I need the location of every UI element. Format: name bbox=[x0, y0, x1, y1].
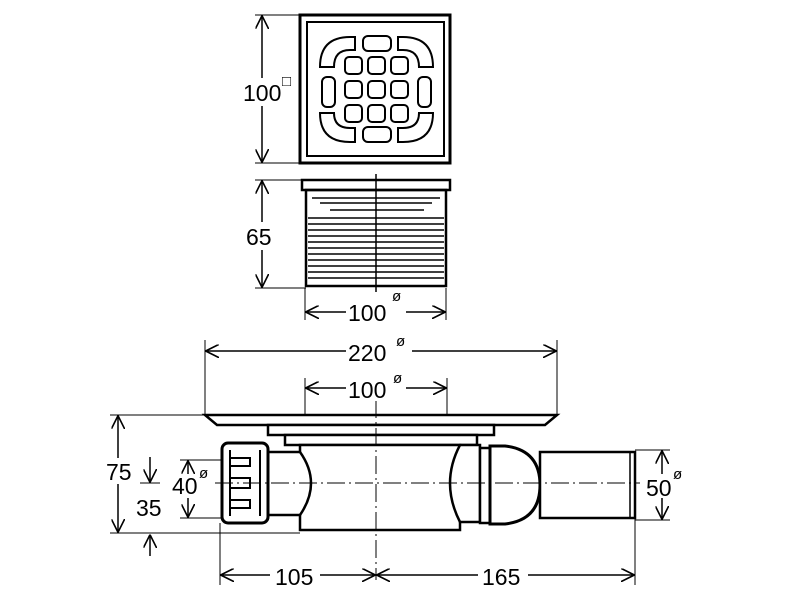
dim-label-side-100: 100 bbox=[348, 300, 386, 326]
dim-label-35: 35 bbox=[136, 495, 162, 521]
diameter-symbol: ø bbox=[673, 466, 682, 483]
diameter-symbol: ø bbox=[396, 333, 405, 350]
square-symbol: □ bbox=[282, 73, 291, 90]
dimension-inlet-40: 40 ø bbox=[171, 459, 222, 519]
dim-label-75: 75 bbox=[106, 459, 132, 485]
dimension-outlet-50: 50 ø bbox=[635, 449, 682, 521]
diameter-symbol: ø bbox=[199, 465, 208, 482]
dim-label-assembly-100: 100 bbox=[348, 377, 386, 403]
dim-label-40: 40 bbox=[172, 473, 198, 499]
dimension-grate-100: 100 ø bbox=[304, 370, 448, 415]
assembly-view bbox=[201, 400, 640, 580]
dim-label-65: 65 bbox=[246, 224, 272, 250]
dimension-length-165: 165 bbox=[378, 518, 636, 590]
dim-label-105: 105 bbox=[275, 564, 313, 590]
diameter-symbol: ø bbox=[393, 370, 402, 387]
dim-label-top-100: 100 bbox=[243, 80, 281, 106]
dimension-top-square: 100 □ bbox=[240, 14, 300, 164]
diameter-symbol: ø bbox=[392, 288, 401, 305]
dim-label-165: 165 bbox=[482, 564, 520, 590]
dim-label-220: 220 bbox=[348, 340, 386, 366]
side-view-body bbox=[300, 174, 452, 292]
dimension-height-75: 75 bbox=[104, 414, 300, 534]
dimension-side-diameter: 100 ø bbox=[304, 288, 447, 326]
top-view-grate bbox=[298, 13, 452, 165]
dimension-length-105: 105 bbox=[219, 523, 374, 590]
dimension-axis-35: 35 bbox=[136, 457, 162, 556]
dimension-side-height: 65 bbox=[245, 179, 306, 289]
dim-label-50: 50 bbox=[646, 475, 672, 501]
dimension-flange-220: 220 ø bbox=[204, 333, 558, 415]
